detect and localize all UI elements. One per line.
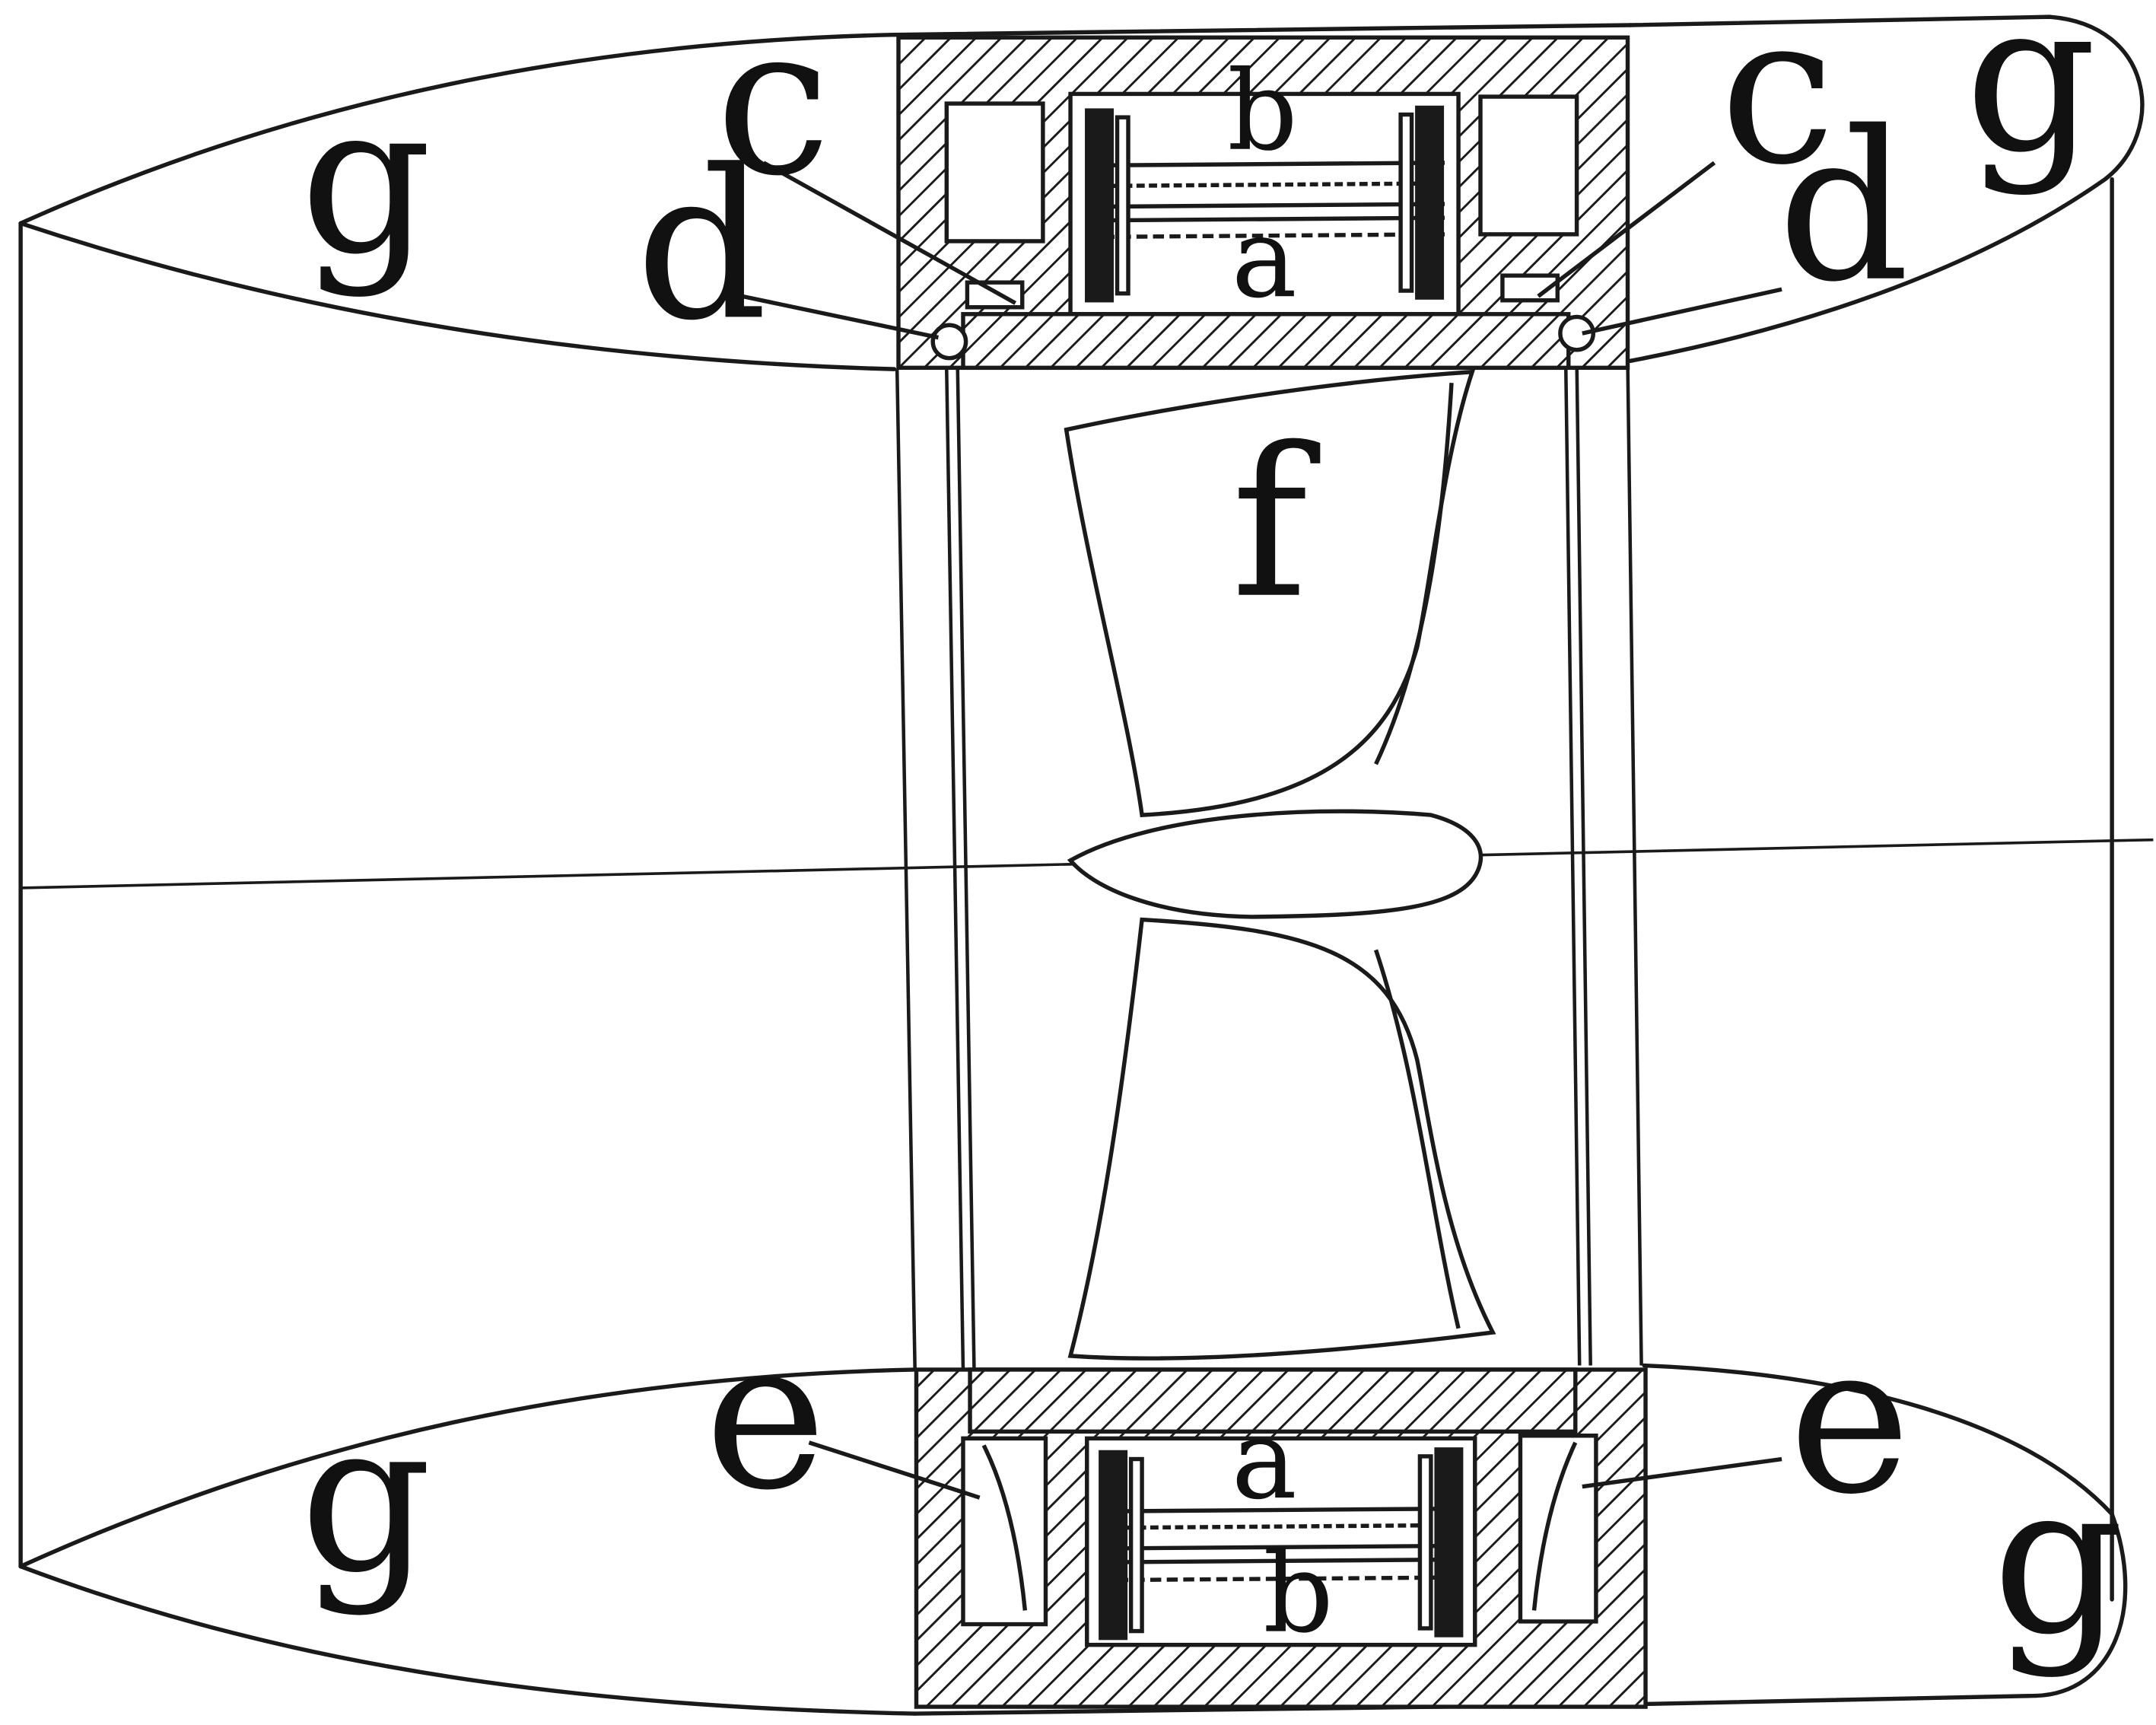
label-e-right: e — [1789, 1299, 1911, 1539]
right-outer-guide-line — [1626, 361, 1643, 1366]
bottom-foil-right — [1642, 1363, 2128, 1707]
bottom-left-seal-cavity — [961, 1436, 1048, 1627]
label-g-top-left: g — [300, 59, 432, 300]
label-b-top: b — [1227, 48, 1298, 176]
bottom-right-seal-cavity — [1518, 1434, 1598, 1624]
leader-e-left — [808, 1440, 981, 1500]
right-shaft-line-2 — [1575, 361, 1592, 1366]
bottom-motor-housing — [1085, 1436, 1477, 1647]
label-a-bottom: a — [1232, 1396, 1297, 1524]
right-shaft-line-1 — [1563, 361, 1582, 1366]
left-shaft-line-1 — [945, 369, 965, 1370]
leader-c-right — [1537, 161, 1716, 298]
top-foil-right — [1628, 14, 2145, 363]
lower-blade-edge-line — [1373, 949, 1461, 1329]
label-d-left: d — [636, 125, 768, 365]
part-labels: g g g g c c d d b a a b e e f — [300, 0, 2124, 1680]
left-shaft-line-2 — [956, 369, 976, 1370]
bottom-foil-outer-left — [18, 1564, 917, 1716]
top-rim-assembly — [896, 35, 1630, 371]
top-foil-outer-left — [18, 32, 897, 226]
top-hub-outline — [892, 23, 1633, 37]
leader-lines — [721, 161, 1782, 1500]
label-b-bottom: b — [1263, 1530, 1334, 1658]
bottom-motor-internals — [1099, 1447, 1464, 1641]
bottom-bearing-ring — [968, 1367, 1578, 1434]
propeller — [1064, 369, 1496, 1361]
label-e-left: e — [704, 1295, 827, 1536]
top-motor-internals — [1085, 105, 1445, 303]
label-c-right: c — [1720, 0, 1836, 210]
top-left-cavity — [944, 101, 1045, 243]
bottom-rim-assembly — [914, 1367, 1648, 1709]
leader-c-left — [762, 161, 1017, 305]
bottom-foil-inner-left — [18, 1367, 917, 1569]
left-outer-guide-line — [895, 369, 917, 1370]
top-left-bearing-ball — [930, 323, 968, 361]
label-g-bottom-left: g — [300, 1377, 432, 1618]
leader-d-right — [1582, 287, 1782, 336]
top-right-cavity — [1478, 94, 1579, 237]
lower-blade — [1067, 917, 1496, 1361]
label-f-propeller: f — [1232, 403, 1322, 644]
leader-d-left — [721, 290, 939, 340]
label-g-top-right: g — [1965, 0, 2097, 198]
hub-guide-lines — [895, 361, 1643, 1370]
label-c-left: c — [715, 0, 831, 221]
upper-blade-edge-line — [1374, 383, 1454, 765]
leader-e-right — [1582, 1456, 1782, 1489]
top-foil-inner-left — [18, 221, 897, 371]
label-a-top: a — [1232, 195, 1297, 323]
label-g-bottom-right: g — [1992, 1440, 2125, 1680]
label-d-right: d — [1778, 87, 1910, 327]
bottom-left-seal-lip — [981, 1444, 1028, 1611]
propeller-hub — [1067, 809, 1483, 919]
bottom-right-seal-lip — [1531, 1441, 1578, 1611]
top-right-bearing-ball — [1558, 314, 1596, 352]
